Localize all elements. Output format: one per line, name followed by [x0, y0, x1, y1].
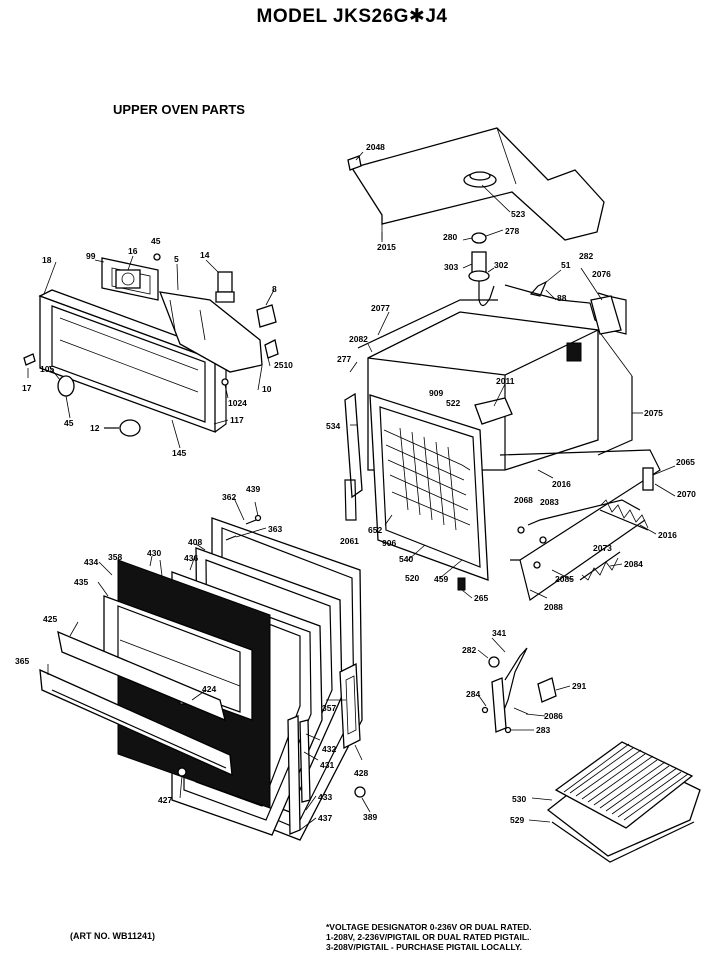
- door-handle: [57, 630, 226, 722]
- part-number: 88: [557, 293, 567, 303]
- part-number: 277: [337, 354, 351, 364]
- part-number: 51: [561, 260, 571, 270]
- part-number: 540: [399, 554, 413, 564]
- part-number: 283: [536, 725, 550, 735]
- part-number: 282: [579, 251, 593, 261]
- control-panel-assembly: [23, 253, 279, 437]
- part-number: 341: [492, 628, 506, 638]
- part-number: 358: [108, 552, 122, 562]
- part-number: 2085: [555, 574, 574, 584]
- voltage-note: 1-208V, 2-236V/PIGTAIL OR DUAL RATED PIG…: [326, 932, 530, 942]
- section-title: UPPER OVEN PARTS: [113, 102, 245, 117]
- part-number: 14: [200, 250, 210, 260]
- part-number: 2016: [552, 479, 571, 489]
- voltage-note: *VOLTAGE DESIGNATOR 0-236V OR DUAL RATED…: [326, 922, 532, 932]
- part-number: 523: [511, 209, 525, 219]
- part-number: 459: [434, 574, 448, 584]
- part-number: 2510: [274, 360, 293, 370]
- part-number: 1024: [228, 398, 247, 408]
- part-number: 2016: [658, 530, 677, 540]
- part-number: 909: [429, 388, 443, 398]
- part-number: 2048: [366, 142, 385, 152]
- part-number: 434: [84, 557, 98, 567]
- part-number: 99: [86, 251, 96, 261]
- part-number: 424: [202, 684, 216, 694]
- part-number: 2082: [349, 334, 368, 344]
- part-number: 105: [40, 364, 54, 374]
- leader-lines: [43, 151, 676, 831]
- part-number-labels: 2048 523 2015 280 278 303 302 51 282 207…: [15, 142, 696, 825]
- part-number: 430: [147, 548, 161, 558]
- part-number: 362: [222, 492, 236, 502]
- part-number: 145: [172, 448, 186, 458]
- part-number: 2076: [592, 269, 611, 279]
- part-number: 2084: [624, 559, 643, 569]
- part-number: 530: [512, 794, 526, 804]
- part-number: 534: [326, 421, 340, 431]
- part-number: 520: [405, 573, 419, 583]
- part-number: 431: [320, 760, 334, 770]
- knob: [119, 419, 141, 437]
- part-number: 5: [174, 254, 179, 264]
- part-number: 302: [494, 260, 508, 270]
- part-number: 282: [462, 645, 476, 655]
- part-number: 432: [322, 744, 336, 754]
- art-number: (ART NO. WB11241): [70, 931, 156, 941]
- part-number: 16: [128, 246, 138, 256]
- part-number: 652: [368, 525, 382, 535]
- part-number: 17: [22, 383, 32, 393]
- knob: [57, 375, 75, 397]
- part-number: 425: [43, 614, 57, 624]
- latch-assembly: [481, 647, 557, 734]
- part-number: 427: [158, 795, 172, 805]
- part-number: 278: [505, 226, 519, 236]
- part-number: 428: [354, 768, 368, 778]
- oven-door-assembly: [39, 514, 366, 841]
- part-number: 2073: [593, 543, 612, 553]
- part-number: 437: [318, 813, 332, 823]
- part-number: 2011: [496, 376, 515, 386]
- part-number: 284: [466, 689, 480, 699]
- part-number: 291: [572, 681, 586, 691]
- part-number: 117: [230, 415, 244, 425]
- part-number: 435: [74, 577, 88, 587]
- broiler-pan: [546, 741, 701, 863]
- part-number: 389: [363, 812, 377, 822]
- oven-cavity-assembly: [344, 127, 661, 601]
- part-number: 8: [272, 284, 277, 294]
- part-number: 45: [64, 418, 74, 428]
- part-number: 303: [444, 262, 458, 272]
- part-number: 436: [184, 553, 198, 563]
- part-number: 2061: [340, 536, 359, 546]
- part-number: 2088: [544, 602, 563, 612]
- part-number: 12: [90, 423, 100, 433]
- part-number: 10: [262, 384, 272, 394]
- part-number: 265: [474, 593, 488, 603]
- part-number: 433: [318, 792, 332, 802]
- clip: [347, 155, 362, 171]
- part-number: 529: [510, 815, 524, 825]
- part-number: 2075: [644, 408, 663, 418]
- part-number: 408: [188, 537, 202, 547]
- part-number: 906: [382, 538, 396, 548]
- part-number: 439: [246, 484, 260, 494]
- part-number: 18: [42, 255, 52, 265]
- part-number: 45: [151, 236, 161, 246]
- part-number: 522: [446, 398, 460, 408]
- part-number: 2083: [540, 497, 559, 507]
- part-number: 2068: [514, 495, 533, 505]
- part-number: 2015: [377, 242, 396, 252]
- part-number: 280: [443, 232, 457, 242]
- voltage-note: 3-208V/PIGTAIL - PURCHASE PIGTAIL LOCALL…: [326, 942, 523, 952]
- part-number: 2070: [677, 489, 696, 499]
- page-title: MODEL JKS26G✱J4: [256, 6, 448, 27]
- part-number: 2065: [676, 457, 695, 467]
- part-number: 2086: [544, 711, 563, 721]
- part-number: 363: [268, 524, 282, 534]
- part-number: 2077: [371, 303, 390, 313]
- broiler-pan-grid: [554, 741, 694, 829]
- part-number: 365: [15, 656, 29, 666]
- part-number: 357: [322, 703, 336, 713]
